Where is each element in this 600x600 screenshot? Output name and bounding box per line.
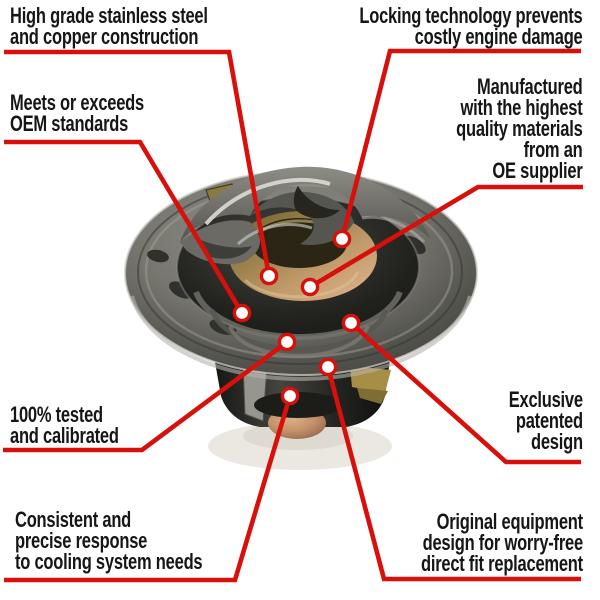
callout-patented-design-line-1: Exclusive [508, 387, 583, 412]
callout-dot-patented-design [341, 313, 361, 333]
callout-direct-fit-line-1: Original equipment [436, 509, 584, 534]
callout-oe-supplier-line-3: quality materials [456, 116, 584, 141]
callout-cooling-response-line-2: precise response [15, 528, 148, 553]
callout-cooling-response-line-1: Consistent and [15, 507, 132, 532]
callout-oem-standards-line-1: Meets or exceeds [10, 90, 144, 115]
product-bridge [180, 166, 430, 265]
callout-oem-standards: Meets or exceeds OEM standards [10, 90, 144, 136]
callout-line-tested-calibrated [3, 340, 289, 453]
callout-cooling-response-line-3: to cooling system needs [15, 549, 203, 574]
callout-line-construction [4, 49, 272, 277]
callout-tested-calibrated: 100% tested and calibrated [10, 402, 119, 448]
callout-locking-line-1: Locking technology prevents [359, 3, 583, 28]
product-brass-clip [357, 388, 388, 404]
callout-line-cooling-response [4, 395, 293, 583]
callout-locking-line-2: costly engine damage [415, 24, 583, 49]
callout-dot-locking [332, 229, 352, 249]
callout-oe-supplier-line-4: from an [524, 137, 583, 162]
callout-line-locking [339, 48, 581, 240]
callout-dot-construction [259, 266, 279, 286]
callout-construction-line-2: and copper construction [10, 24, 199, 49]
callout-patented-design-line-3: design [531, 429, 583, 454]
callout-construction-line-1: High grade stainless steel [10, 3, 208, 28]
callout-tested-calibrated-line-1: 100% tested [10, 402, 103, 427]
callout-oem-standards-line-2: OEM standards [10, 111, 129, 136]
callout-patented-design-line-2: patented [516, 408, 583, 433]
callout-direct-fit: Original equipment design for worry-free… [421, 509, 584, 576]
callout-oe-supplier-line-1: Manufactured [477, 74, 584, 99]
callout-direct-fit-line-3: direct fit replacement [421, 551, 583, 576]
callout-line-oe-supplier [308, 184, 583, 289]
callout-oe-supplier-line-2: with the highest [461, 95, 583, 120]
callout-line-direct-fit [325, 366, 581, 582]
callout-tested-calibrated-line-2: and calibrated [10, 423, 119, 448]
callout-patented-design: Exclusive patented design [508, 387, 583, 454]
callout-dot-direct-fit [318, 357, 338, 377]
callout-construction: High grade stainless steel and copper co… [10, 3, 208, 49]
callout-line-patented-design [349, 321, 581, 465]
callout-dot-cooling-response [280, 386, 300, 406]
callout-dot-oe-supplier [300, 277, 320, 297]
callout-dot-oem-standards [232, 303, 252, 323]
callout-oe-supplier: Manufactured with the highest quality ma… [456, 74, 584, 183]
callout-line-oem-standards [4, 139, 244, 315]
callout-locking: Locking technology prevents costly engin… [359, 3, 583, 49]
callout-oe-supplier-line-5: OE supplier [492, 158, 583, 183]
callout-direct-fit-line-2: design for worry-free [422, 530, 584, 555]
callout-dot-tested-calibrated [277, 332, 297, 352]
callout-cooling-response: Consistent and precise response to cooli… [15, 507, 203, 574]
